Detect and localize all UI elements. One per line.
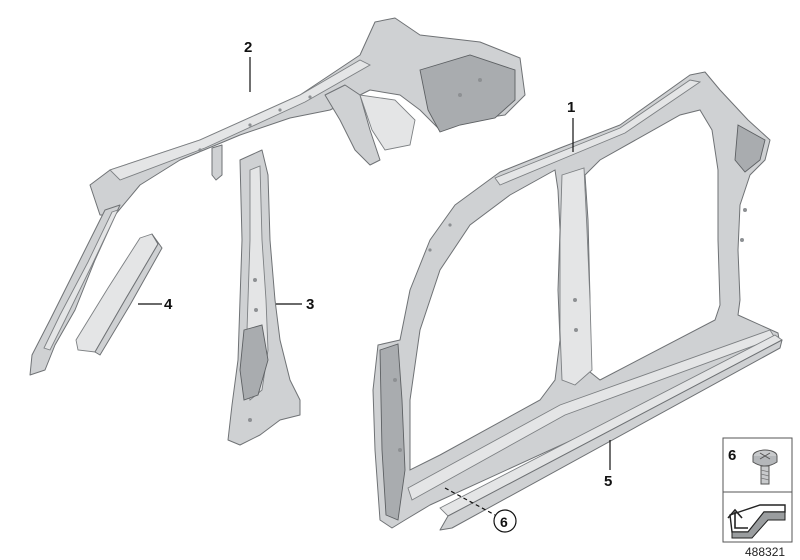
legend-number: 6 [728, 447, 736, 464]
part-b-pillar-inner [227, 149, 301, 446]
callout-6-circled: 6 [493, 509, 517, 533]
callout-1: 1 [567, 99, 575, 116]
callout-5: 5 [604, 473, 612, 490]
panel-arrow-icon [727, 504, 786, 539]
callout-6: 6 [500, 514, 508, 530]
legend-box: 6 [722, 437, 793, 543]
leader-6 [444, 487, 496, 516]
callout-2: 2 [244, 39, 252, 56]
part-sill-strip [439, 334, 783, 531]
callout-4: 4 [164, 296, 173, 313]
callout-3: 3 [306, 296, 314, 313]
part-roof-rail [29, 17, 526, 376]
drawing-number: 488321 [745, 545, 785, 559]
screw-icon [752, 449, 778, 485]
part-reinforcement-strip [75, 233, 163, 356]
part-side-frame [372, 71, 781, 529]
